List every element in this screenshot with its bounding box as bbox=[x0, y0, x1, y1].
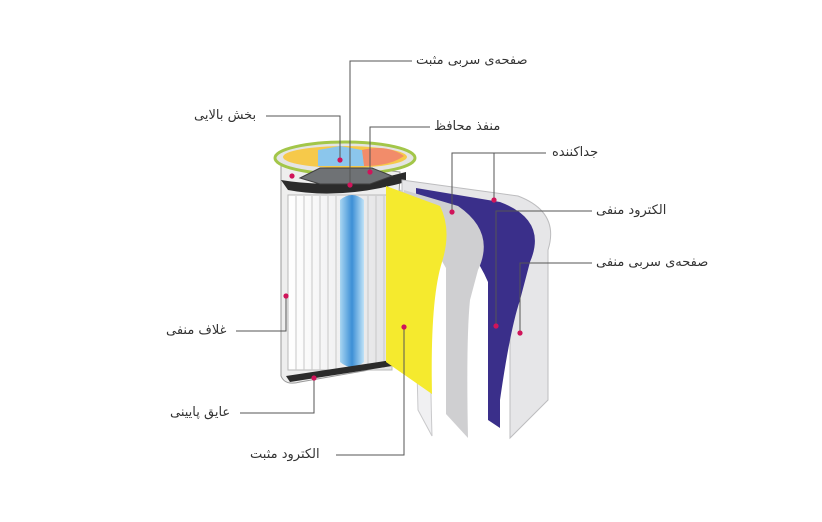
label-top-cap: بخش بالایی bbox=[194, 108, 257, 123]
positive-electrode-sheet bbox=[386, 186, 447, 394]
marker-dots bbox=[283, 157, 523, 381]
label-negative-case: غلاف منفی bbox=[166, 323, 227, 338]
positive-lead-shape bbox=[318, 146, 364, 166]
label-positive-electrode: الکترود مثبت bbox=[250, 447, 320, 462]
central-core bbox=[340, 195, 364, 367]
negative-electrode-sheet bbox=[416, 188, 535, 428]
label-safety-vent: منفذ محافظ bbox=[434, 119, 501, 134]
lid-band bbox=[281, 172, 406, 194]
label-positive-lead: صفحه‌ی سربی مثبت bbox=[416, 53, 528, 68]
label-negative-lead: صفحه‌ی سربی منفی bbox=[596, 255, 709, 270]
label-bottom-insulator: عایق پایینی bbox=[170, 405, 231, 420]
label-separator: جداکننده bbox=[552, 145, 599, 160]
separator-sheet bbox=[404, 190, 484, 438]
label-negative-electrode: الکترود منفی bbox=[596, 203, 667, 218]
safety-vent-shape bbox=[362, 148, 404, 166]
leader-lines bbox=[236, 60, 592, 456]
